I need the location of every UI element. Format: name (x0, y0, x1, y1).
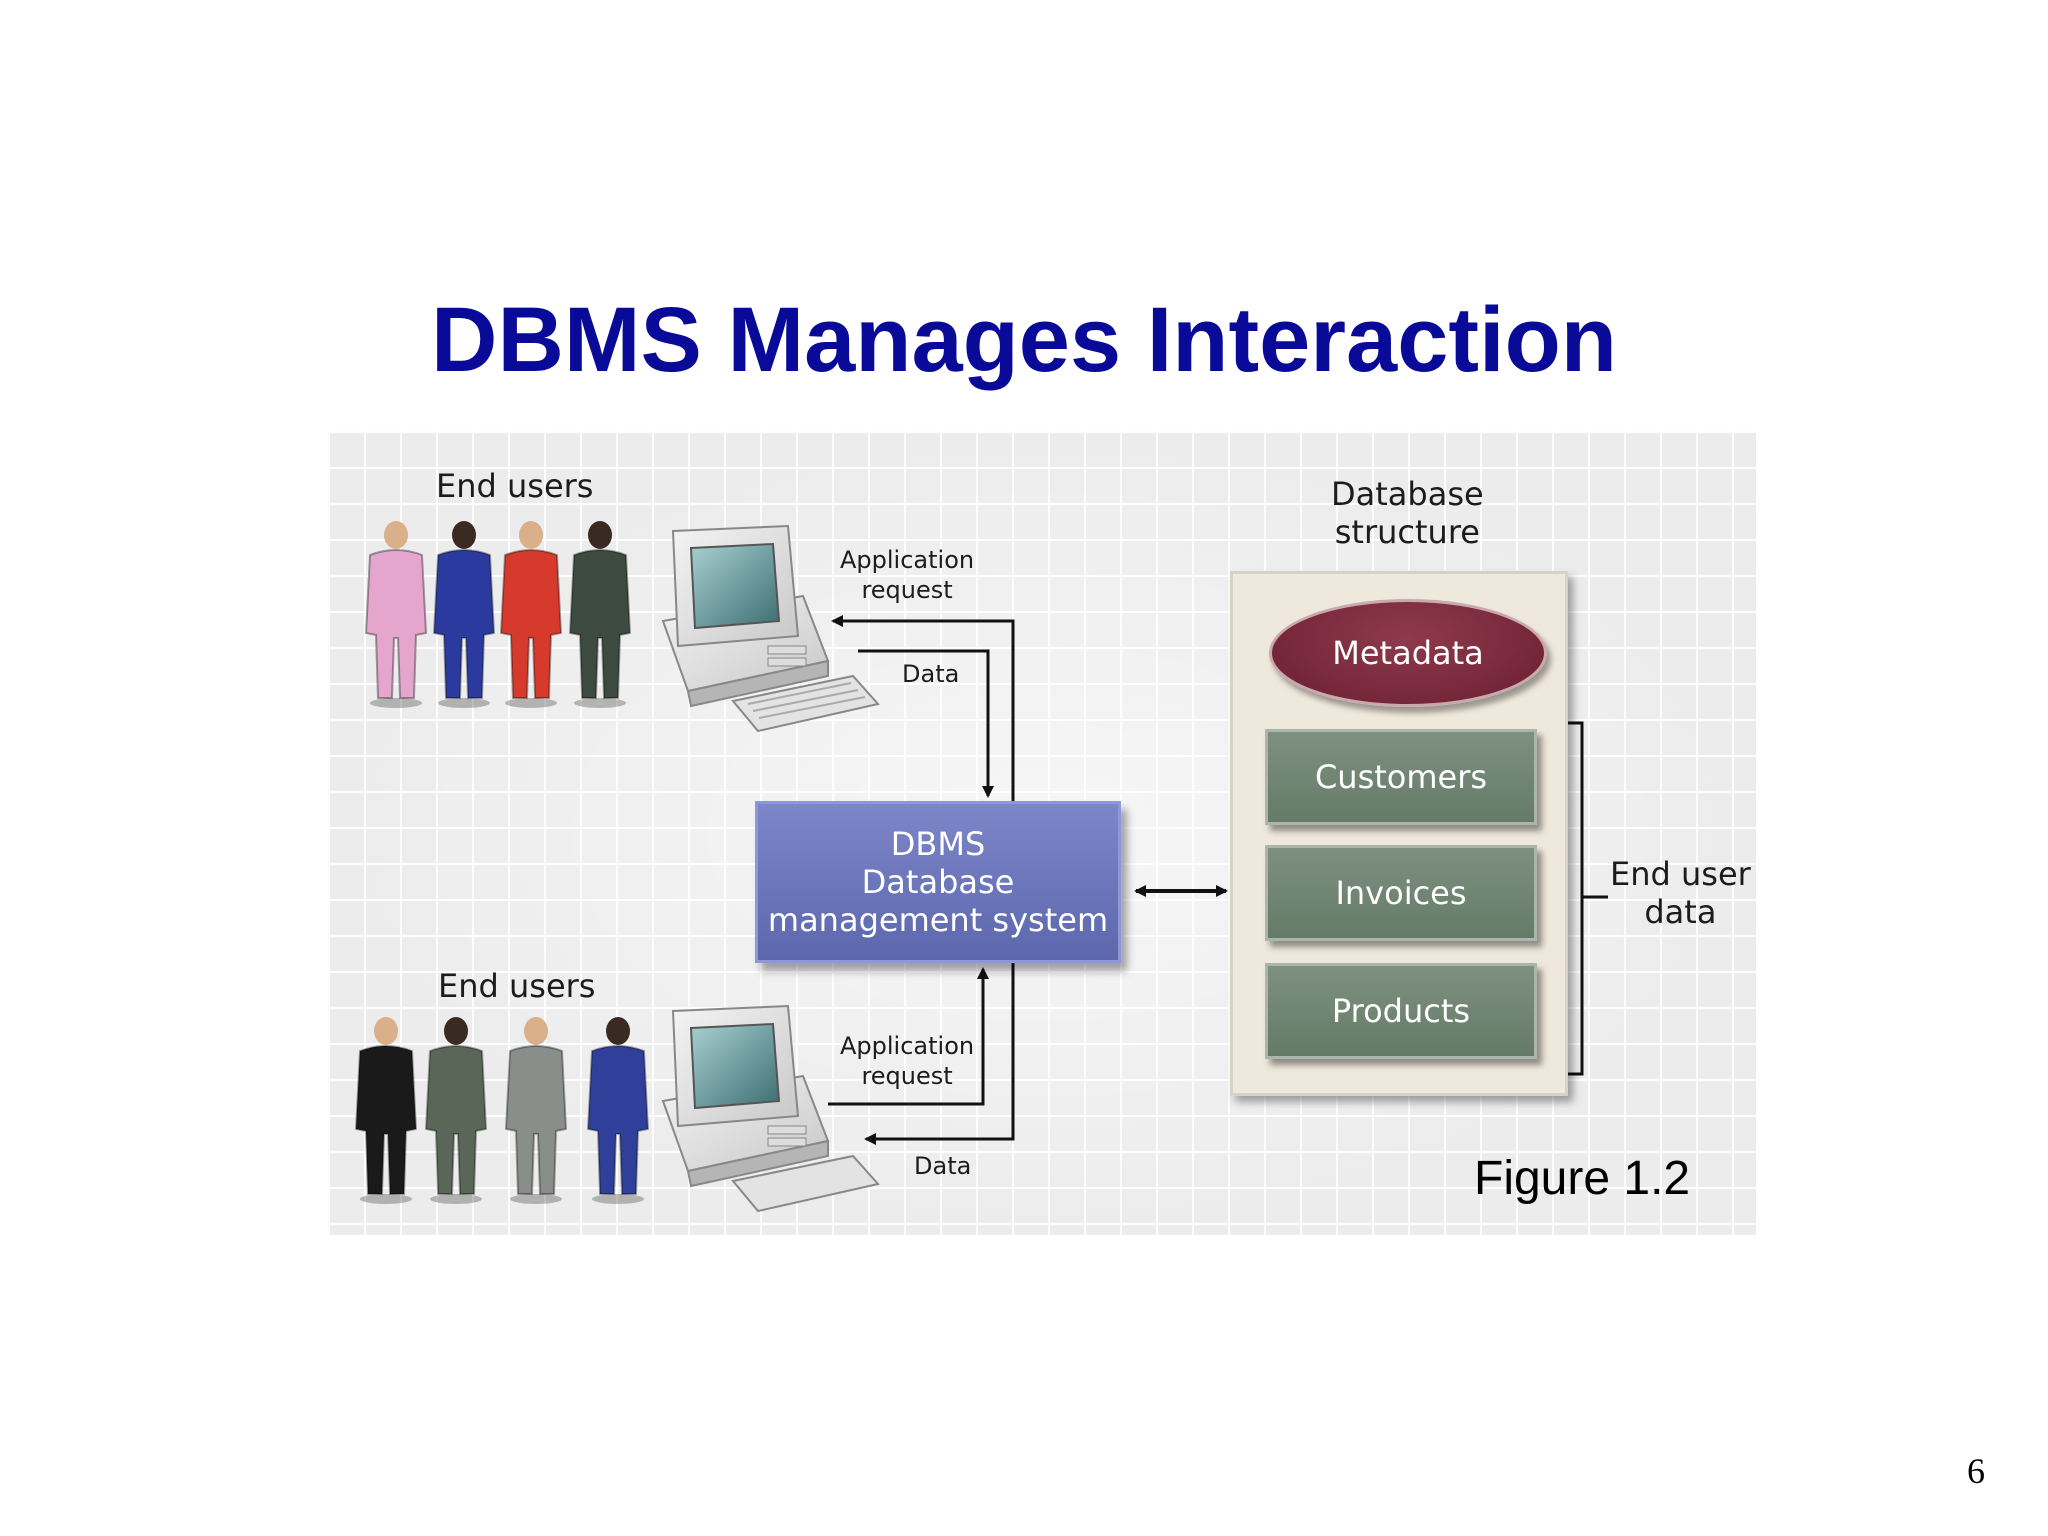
database-heading-line1: Database (1331, 475, 1484, 513)
metadata-ellipse: Metadata (1269, 599, 1547, 707)
top-computer-icon (661, 524, 880, 733)
bottom-request-line2: request (861, 1062, 953, 1090)
bottom-request-line1: Application (840, 1032, 975, 1060)
top-request-line2: request (861, 576, 953, 604)
bottom-application-request-label: Application request (840, 1031, 974, 1091)
page-number: 6 (1967, 1451, 1985, 1491)
bottom-end-users-label: End users (438, 967, 596, 1005)
person-icon (568, 521, 632, 708)
database-structure-panel: Metadata Customers Invoices Products (1230, 571, 1568, 1096)
table-products: Products (1265, 963, 1537, 1059)
bottom-end-users-group (354, 1017, 650, 1204)
person-icon (354, 1017, 418, 1204)
database-structure-heading: Database structure (1331, 475, 1484, 551)
table-customers: Customers (1265, 729, 1537, 825)
bottom-computer-icon (661, 1004, 880, 1213)
dbms-figure: End users Application request Data End u… (328, 431, 1756, 1235)
top-data-label: Data (902, 660, 960, 688)
figure-caption: Figure 1.2 (1474, 1152, 1691, 1205)
dbms-line3: management system (767, 901, 1109, 939)
person-icon (364, 521, 428, 708)
person-icon (432, 521, 496, 708)
slide-title: DBMS Manages Interaction (431, 289, 1617, 391)
dbms-line2: Database (861, 863, 1015, 901)
end-user-data-label: End user data (1610, 855, 1751, 931)
bottom-data-arrow (864, 963, 1015, 1145)
top-application-request-label: Application request (840, 545, 974, 605)
end-user-data-line1: End user (1610, 855, 1751, 893)
top-end-users-label: End users (436, 467, 594, 505)
top-application-request-arrow (833, 619, 1015, 801)
bottom-application-request-arrow (828, 967, 989, 1106)
figure-graphics (354, 521, 1608, 1213)
bottom-data-label: Data (914, 1152, 972, 1180)
database-heading-line2: structure (1334, 513, 1480, 551)
person-icon (586, 1017, 650, 1204)
top-request-line1: Application (840, 546, 975, 574)
top-data-arrow (858, 649, 994, 798)
person-icon (424, 1017, 488, 1204)
dbms-box: DBMS Database management system (755, 801, 1121, 963)
table-invoices: Invoices (1265, 845, 1537, 941)
person-icon (504, 1017, 568, 1204)
person-icon (499, 521, 563, 708)
dbms-line1: DBMS (890, 825, 986, 863)
top-end-users-group (364, 521, 632, 708)
end-user-data-line2: data (1644, 893, 1717, 931)
